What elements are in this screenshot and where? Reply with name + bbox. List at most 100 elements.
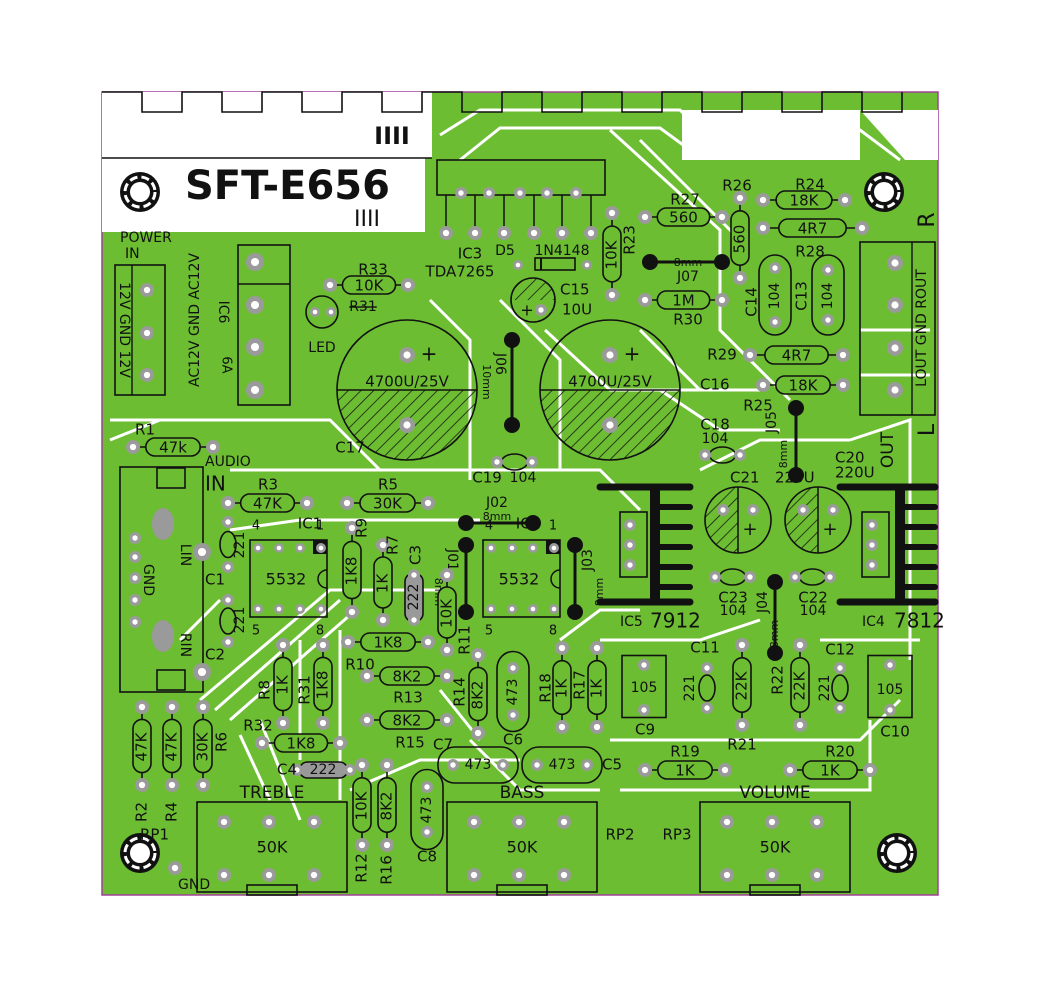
output-pin-labels: LOUT GND ROUT (914, 269, 930, 387)
resistor-ref: R31 (296, 675, 314, 705)
struck-ref-label: R31 (349, 299, 377, 315)
pad-hole (529, 459, 535, 465)
pad-hole (318, 545, 324, 551)
ic-part: 5532 (499, 570, 540, 589)
ic-ref: IC2 (516, 515, 540, 533)
jumper-pad (458, 604, 474, 620)
mounting-hole-ring (867, 175, 901, 209)
pad-hole (168, 703, 176, 711)
resistor-body (656, 760, 713, 780)
trace-gap (659, 388, 780, 432)
resistor-value: 1K8 (314, 671, 332, 700)
led-label: LED (308, 340, 335, 356)
green-mark: IIII (374, 122, 410, 150)
jumper-pad (567, 604, 583, 620)
pad-hole (837, 665, 843, 671)
cap-ref: C15 (560, 281, 590, 299)
pad-hole (759, 196, 767, 204)
pad-hole (488, 545, 494, 551)
pad-hole (891, 344, 899, 352)
pad-hole (250, 257, 260, 267)
jumper-ref: J07 (676, 269, 699, 285)
pad-hole (383, 761, 391, 769)
pad-hole (319, 641, 327, 649)
capacitor-ref: C18 (700, 416, 730, 434)
pad-hole (258, 739, 266, 747)
pad-hole (627, 562, 633, 568)
resistor-body (239, 493, 296, 513)
capacitor-ref: C13 (793, 281, 811, 311)
resistor-ref: R28 (795, 243, 825, 261)
pad-hole (297, 545, 303, 551)
pad-hole (587, 229, 595, 237)
ic6-bridge (237, 244, 291, 406)
resistor-value: 1K (374, 573, 392, 594)
ic-part: 5532 (266, 570, 307, 589)
pad-hole (551, 606, 557, 612)
jack-slot (152, 620, 174, 652)
trace-gap (559, 608, 640, 642)
trace-gap (699, 438, 850, 472)
resistor-ref: R13 (393, 689, 423, 707)
pad-hole (839, 381, 847, 389)
pad-hole (704, 665, 710, 671)
pad-hole (515, 262, 521, 268)
pad-hole (379, 616, 387, 624)
pad-hole (358, 761, 366, 769)
pad-hole (424, 784, 430, 790)
pot-ref: RP3 (662, 826, 691, 844)
pad-hole (830, 507, 836, 513)
resistor-value: 47k (159, 439, 187, 457)
resistor-value: 8K2 (393, 712, 422, 730)
pad-hole (471, 229, 479, 237)
mounting-hole-center (887, 843, 907, 863)
film-capacitor (758, 254, 792, 336)
cap-ref: C20 (835, 449, 865, 467)
pad-hole (132, 597, 138, 603)
pad-hole (225, 564, 231, 570)
output-label: OUT (878, 431, 898, 468)
pad-hole (132, 619, 138, 625)
jumper-pad (714, 254, 730, 270)
resistor-body (273, 656, 293, 712)
mounting-hole-center (874, 182, 894, 202)
film-capacitor (496, 650, 530, 733)
pad-hole (772, 265, 778, 271)
output-connector (859, 241, 936, 416)
resistor-value: 30K (194, 731, 212, 761)
pad-hole (796, 641, 804, 649)
white-top-right-area (682, 110, 860, 160)
jumper-pad (788, 400, 804, 416)
resistor-value: 560 (669, 209, 698, 227)
pad-hole (143, 286, 151, 294)
pad-hole (573, 190, 579, 196)
pad-hole (792, 574, 798, 580)
capacitor-value: 473 (465, 757, 492, 773)
pad-hole (363, 672, 371, 680)
pad-hole (869, 562, 875, 568)
pad-hole (279, 641, 287, 649)
resistor-ref: R8 (256, 680, 274, 700)
capacitor-value: 473 (505, 679, 521, 706)
polarity-hatch (705, 487, 738, 553)
resistor-body (378, 710, 435, 730)
resistor-ref: R1 (135, 421, 155, 439)
pad-hole (786, 766, 794, 774)
pad-hole (887, 707, 893, 713)
ceramic-capacitor (831, 674, 849, 702)
resistor-value: 18K (789, 377, 819, 395)
jumper-ref: J01 (444, 548, 460, 571)
pad-hole (220, 871, 228, 879)
audio-label: AUDIO (205, 454, 251, 470)
electrolytic-capacitor (510, 277, 556, 323)
pad-hole (250, 385, 260, 395)
jumper-pad (767, 645, 783, 661)
pad-hole (641, 662, 647, 668)
jumper-ref: J04 (755, 591, 771, 614)
d5-part: 1N4148 (534, 243, 589, 259)
pad-hole (772, 319, 778, 325)
resistor-body (342, 540, 362, 600)
pin-number: 5 (485, 624, 493, 639)
potentiometer (196, 801, 348, 893)
